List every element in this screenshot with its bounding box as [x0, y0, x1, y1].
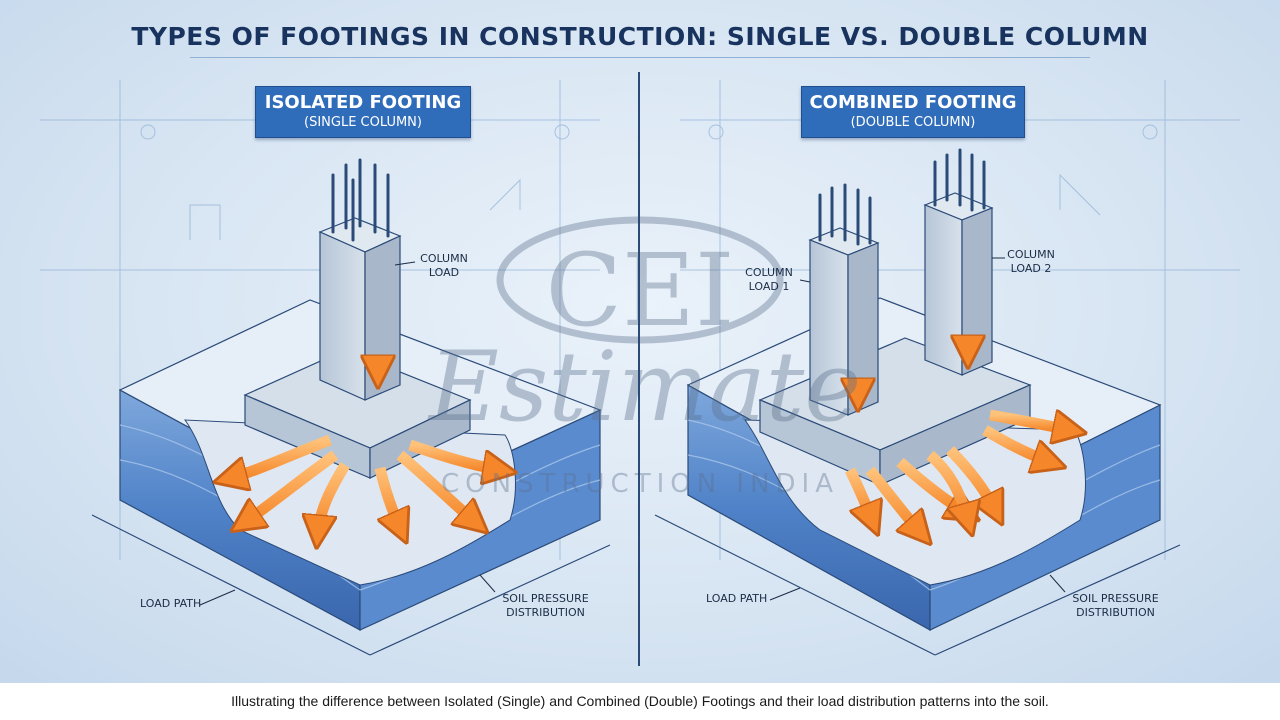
page-title: TYPES OF FOOTINGS IN CONSTRUCTION: SINGL… — [131, 22, 1149, 51]
watermark: CEI Estimate CONSTRUCTION INDIA — [427, 216, 861, 499]
column-load-2-annotation: COLUMN LOAD 2 — [1007, 248, 1055, 275]
watermark-cei: CEI — [545, 232, 734, 349]
combined-footing-illustration — [654, 148, 1181, 656]
caption-bar: Illustrating the difference between Isol… — [0, 683, 1280, 720]
load-path-annotation-right: LOAD PATH — [706, 592, 768, 605]
title-underline — [190, 57, 1090, 58]
diagram-artwork: CEI Estimate CONSTRUCTION INDIA — [40, 80, 1240, 656]
soil-pressure-annotation-right: SOIL PRESSURE DISTRIBUTION — [1072, 592, 1159, 619]
soil-pressure-annotation-left: SOIL PRESSURE DISTRIBUTION — [502, 592, 589, 619]
watermark-subtitle: CONSTRUCTION INDIA — [441, 469, 839, 499]
isolated-footing-title: ISOLATED FOOTING — [264, 92, 462, 113]
watermark-estimate: Estimate — [427, 331, 861, 443]
isolated-footing-illustration — [91, 158, 611, 656]
diagram-canvas: CEI Estimate CONSTRUCTION INDIA TYPES OF… — [0, 0, 1280, 683]
isolated-footing-subtitle: (SINGLE COLUMN) — [304, 115, 422, 130]
column-load-1-annotation: COLUMN LOAD 1 — [745, 266, 793, 293]
panel-divider — [638, 72, 640, 666]
combined-footing-label: COMBINED FOOTING (DOUBLE COLUMN) — [801, 86, 1025, 138]
combined-footing-subtitle: (DOUBLE COLUMN) — [850, 115, 976, 130]
load-path-annotation-left: LOAD PATH — [140, 597, 202, 610]
combined-footing-title: COMBINED FOOTING — [809, 92, 1017, 113]
caption-text: Illustrating the difference between Isol… — [231, 693, 1049, 709]
column-load-annotation: COLUMN LOAD — [420, 252, 468, 279]
isolated-footing-label: ISOLATED FOOTING (SINGLE COLUMN) — [255, 86, 471, 138]
